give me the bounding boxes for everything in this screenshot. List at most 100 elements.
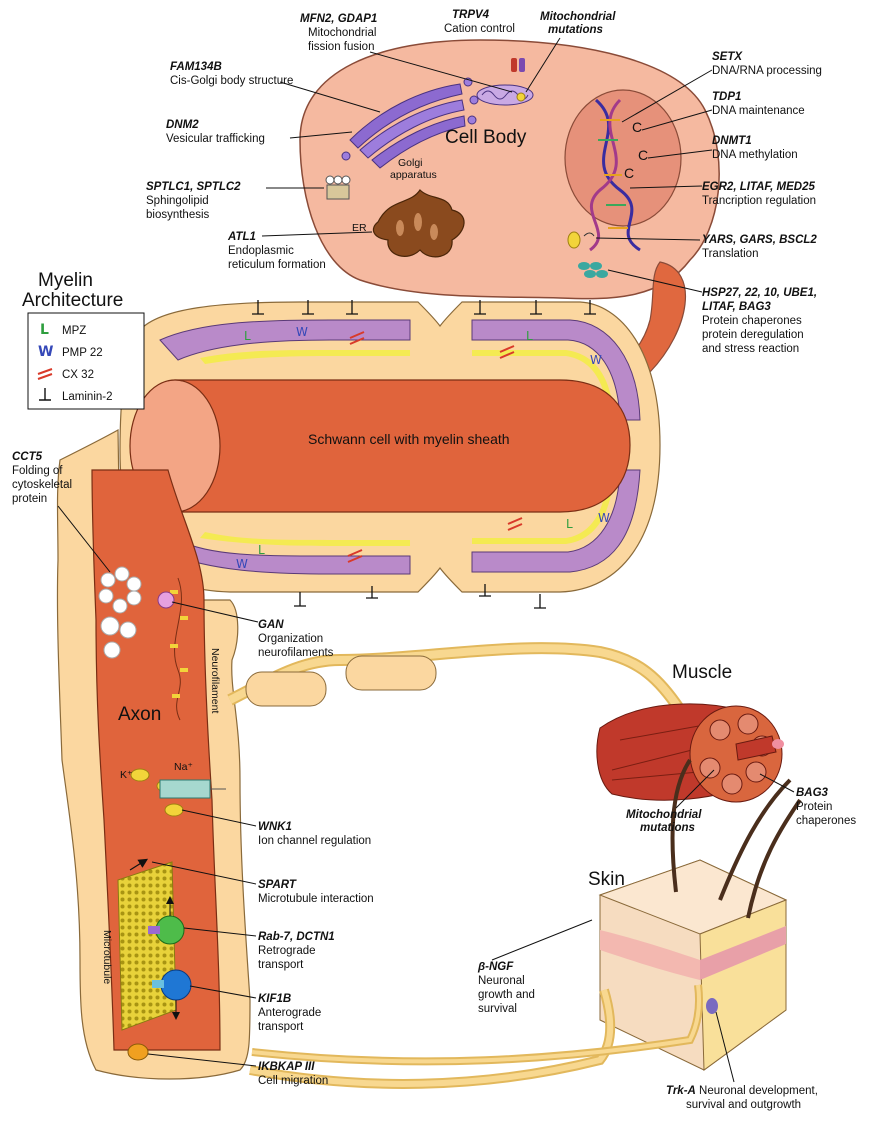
- muscle: Muscle: [597, 662, 784, 802]
- kif1b-desc-1: Anterograde: [258, 1007, 321, 1019]
- microtubule-label: Microtubule: [101, 930, 113, 984]
- rab7-desc-1: Retrograde: [258, 945, 316, 957]
- sptlc-desc-2: biosynthesis: [146, 209, 210, 221]
- tdp1-gene: TDP1: [712, 91, 741, 103]
- trka-desc: survival and outgrowth: [686, 1099, 801, 1111]
- ion-channel-icon: [160, 780, 210, 798]
- fam134b-gene: FAM134B: [170, 61, 222, 73]
- pmp22-marker-icon: W: [296, 325, 308, 339]
- dna-letter-c1: C: [632, 119, 642, 135]
- mfn2-gene: MFN2, GDAP1: [300, 13, 377, 25]
- mitochondrion-icon: [477, 85, 533, 105]
- axon-label: Axon: [118, 704, 161, 725]
- mito-muscle-desc: mutations: [640, 822, 695, 834]
- dnm2-gene: DNM2: [166, 119, 199, 131]
- spart-desc: Microtubule interaction: [258, 893, 374, 905]
- sptlc-gene: SPTLC1, SPTLC2: [146, 181, 241, 193]
- rab7-desc-2: transport: [258, 959, 304, 971]
- trka-line: Trk-A Neuronal development,: [666, 1085, 818, 1097]
- dnmt1-desc: DNA methylation: [712, 149, 798, 161]
- ikbkap-desc: Cell migration: [258, 1075, 328, 1087]
- wnk1-desc: Ion channel regulation: [258, 835, 371, 847]
- fam134b-desc: Cis-Golgi body structure: [170, 75, 293, 87]
- cct5-desc-1: Folding of: [12, 465, 63, 477]
- muscle-label: Muscle: [672, 662, 732, 683]
- legend-pmp22-icon: W: [38, 344, 53, 360]
- legend-mpz-icon: L: [40, 322, 49, 338]
- trk-a-receptor-icon: [706, 998, 718, 1014]
- spart-gene: SPART: [258, 879, 297, 891]
- trpv4-gene: TRPV4: [452, 9, 490, 21]
- egr2-desc: Trancription regulation: [702, 195, 816, 207]
- wnk1-protein-icon: [165, 804, 183, 816]
- ngf-desc-3: survival: [478, 1003, 517, 1015]
- hsp27-desc-2: protein deregulation: [702, 329, 804, 341]
- na-ion-label: Na⁺: [174, 761, 193, 773]
- pmp22-marker-icon: W: [598, 511, 610, 525]
- mito-cell-gene: Mitochondrial: [540, 11, 616, 23]
- sphingolipid-icon: [326, 176, 350, 199]
- gan-gene: GAN: [258, 619, 284, 631]
- kif1b-desc-2: transport: [258, 1021, 304, 1033]
- legend-item-pmp22: PMP 22: [62, 347, 103, 359]
- bag3-desc-1: Protein: [796, 801, 832, 813]
- golgi-label-2: apparatus: [390, 169, 437, 181]
- myelin-architecture-legend: Myelin Architecture L W MPZ PMP 22 CX 32…: [22, 270, 144, 409]
- atl1-gene: ATL1: [227, 231, 256, 243]
- schwann-cell: L W L W L W W L Schwann cell with my: [120, 300, 660, 608]
- atl1-desc-1: Endoplasmic: [228, 245, 294, 257]
- mito-muscle-gene: Mitochondrial: [626, 809, 702, 821]
- mfn2-desc-1: Mitochondrial: [308, 27, 376, 39]
- dnm2-desc: Vesicular trafficking: [166, 133, 265, 145]
- egr2-gene: EGR2, LITAF, MED25: [702, 181, 815, 193]
- ngf-desc-1: Neuronal: [478, 975, 525, 987]
- gan-protein-icon: [158, 592, 174, 608]
- mpz-marker-icon: L: [526, 329, 533, 343]
- cct5-desc-3: protein: [12, 493, 47, 505]
- dna-letter-c2: C: [638, 147, 648, 163]
- cct5-gene: CCT5: [12, 451, 43, 463]
- yars-gene: YARS, GARS, BSCL2: [702, 234, 817, 246]
- legend-item-cx32: CX 32: [62, 369, 94, 381]
- neurofilament-label: Neurofilament: [209, 648, 221, 713]
- myelin-segment-icon: [346, 656, 436, 690]
- myelin-segment-icon: [246, 672, 326, 706]
- bag3-gene: BAG3: [796, 787, 829, 799]
- hsp27-desc-1: Protein chaperones: [702, 315, 802, 327]
- ngf-desc-2: growth and: [478, 989, 535, 1001]
- yars-desc: Translation: [702, 248, 758, 260]
- microtubule-icon: [118, 862, 176, 1030]
- pmp22-marker-icon: W: [590, 353, 602, 367]
- kif1b-gene: KIF1B: [258, 993, 291, 1005]
- golgi-label-1: Golgi: [398, 157, 423, 169]
- ikbkap-protein-icon: [128, 1044, 148, 1060]
- legend-title-1: Myelin: [38, 270, 93, 291]
- trka-gene-tail: Neuronal development,: [696, 1085, 818, 1097]
- cell-body-label: Cell Body: [445, 127, 527, 148]
- skin-label: Skin: [588, 869, 625, 890]
- mfn2-desc-2: fission fusion: [308, 41, 374, 53]
- wnk1-gene: WNK1: [258, 821, 292, 833]
- mpz-marker-icon: L: [258, 543, 265, 557]
- rab7-gene: Rab-7, DCTN1: [258, 931, 335, 943]
- bag3-desc-2: chaperones: [796, 815, 856, 827]
- k-ion-icon: [131, 769, 149, 781]
- ngf-gene: β-NGF: [477, 961, 514, 973]
- cct5-desc-2: cytoskeletal: [12, 479, 72, 491]
- trka-gene: Trk-A: [666, 1085, 696, 1097]
- dnmt1-gene: DNMT1: [712, 135, 752, 147]
- hsp27-gene-1: HSP27, 22, 10, UBE1,: [702, 287, 817, 299]
- hsp27-gene-2: LITAF, BAG3: [702, 301, 771, 313]
- legend-item-laminin: Laminin-2: [62, 391, 113, 403]
- mito-cell-desc: mutations: [548, 24, 603, 36]
- schwann-cell-label: Schwann cell with myelin sheath: [308, 431, 510, 447]
- setx-gene: SETX: [712, 51, 743, 63]
- pmp22-marker-icon: W: [236, 557, 248, 571]
- k-ion-label: K⁺: [120, 769, 133, 781]
- dna-letter-c3: C: [624, 165, 634, 181]
- sptlc-desc-1: Sphingolipid: [146, 195, 209, 207]
- gan-desc-1: Organization: [258, 633, 323, 645]
- legend-item-mpz: MPZ: [62, 325, 86, 337]
- ikbkap-gene: IKBKAP III: [258, 1061, 315, 1073]
